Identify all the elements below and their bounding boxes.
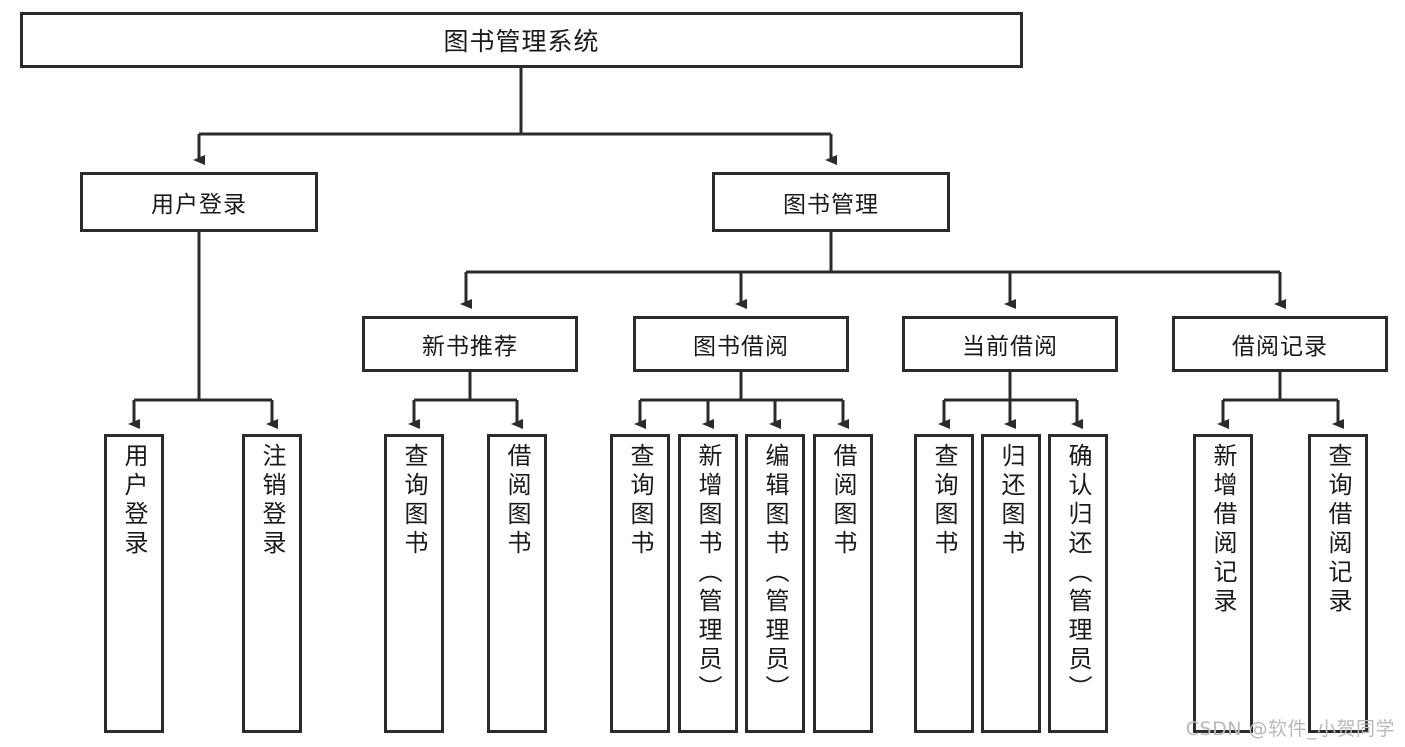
leaf-current-borrow-confirm-return[interactable]: 确认归还（管理员） (1048, 434, 1108, 733)
csdn-watermark: CSDN @软件_小贺同学 (1185, 718, 1395, 740)
leaf-user-login-login[interactable]: 用户登录 (104, 434, 164, 733)
node-user-login[interactable]: 用户登录 (80, 172, 318, 232)
leaf-label: 借阅图书 (829, 443, 857, 559)
node-borrow-record[interactable]: 借阅记录 (1172, 316, 1388, 372)
node-book-management-label: 图书管理 (783, 192, 879, 218)
leaf-new-book-borrow[interactable]: 借阅图书 (487, 434, 547, 733)
leaf-book-borrow-query[interactable]: 查询图书 (610, 434, 670, 733)
leaf-label: 查询图书 (626, 443, 654, 559)
node-book-management[interactable]: 图书管理 (712, 172, 950, 232)
leaf-label: 查询图书 (930, 443, 958, 559)
node-current-borrow[interactable]: 当前借阅 (902, 316, 1118, 372)
leaf-label: 查询借阅记录 (1324, 443, 1352, 617)
leaf-label: 注销登录 (258, 443, 286, 559)
leaf-book-borrow-add[interactable]: 新增图书（管理员） (678, 434, 738, 733)
leaf-label: 借阅图书 (503, 443, 531, 559)
node-book-borrow[interactable]: 图书借阅 (633, 316, 849, 372)
leaf-label: 查询图书 (400, 443, 428, 559)
leaf-current-borrow-query[interactable]: 查询图书 (914, 434, 974, 733)
node-book-borrow-label: 图书借阅 (693, 334, 789, 360)
node-new-book-recommend[interactable]: 新书推荐 (362, 316, 578, 372)
node-root-label: 图书管理系统 (443, 27, 600, 56)
leaf-label: 确认归还（管理员） (1064, 443, 1092, 704)
node-new-book-recommend-label: 新书推荐 (422, 334, 518, 360)
leaf-label: 新增借阅记录 (1209, 443, 1237, 617)
node-root-system[interactable]: 图书管理系统 (20, 12, 1023, 68)
node-borrow-record-label: 借阅记录 (1232, 334, 1328, 360)
leaf-label: 归还图书 (997, 443, 1025, 559)
leaf-book-borrow-edit[interactable]: 编辑图书（管理员） (745, 434, 805, 733)
leaf-new-book-query[interactable]: 查询图书 (384, 434, 444, 733)
leaf-user-login-logout[interactable]: 注销登录 (242, 434, 302, 733)
leaf-current-borrow-return[interactable]: 归还图书 (981, 434, 1041, 733)
leaf-label: 编辑图书（管理员） (761, 443, 789, 704)
leaf-borrow-record-query[interactable]: 查询借阅记录 (1308, 434, 1368, 733)
leaf-label: 用户登录 (120, 443, 148, 559)
node-user-login-label: 用户登录 (151, 192, 247, 218)
leaf-label: 新增图书（管理员） (694, 443, 722, 704)
node-current-borrow-label: 当前借阅 (962, 334, 1058, 360)
leaf-borrow-record-add[interactable]: 新增借阅记录 (1193, 434, 1253, 733)
leaf-book-borrow-borrow[interactable]: 借阅图书 (813, 434, 873, 733)
